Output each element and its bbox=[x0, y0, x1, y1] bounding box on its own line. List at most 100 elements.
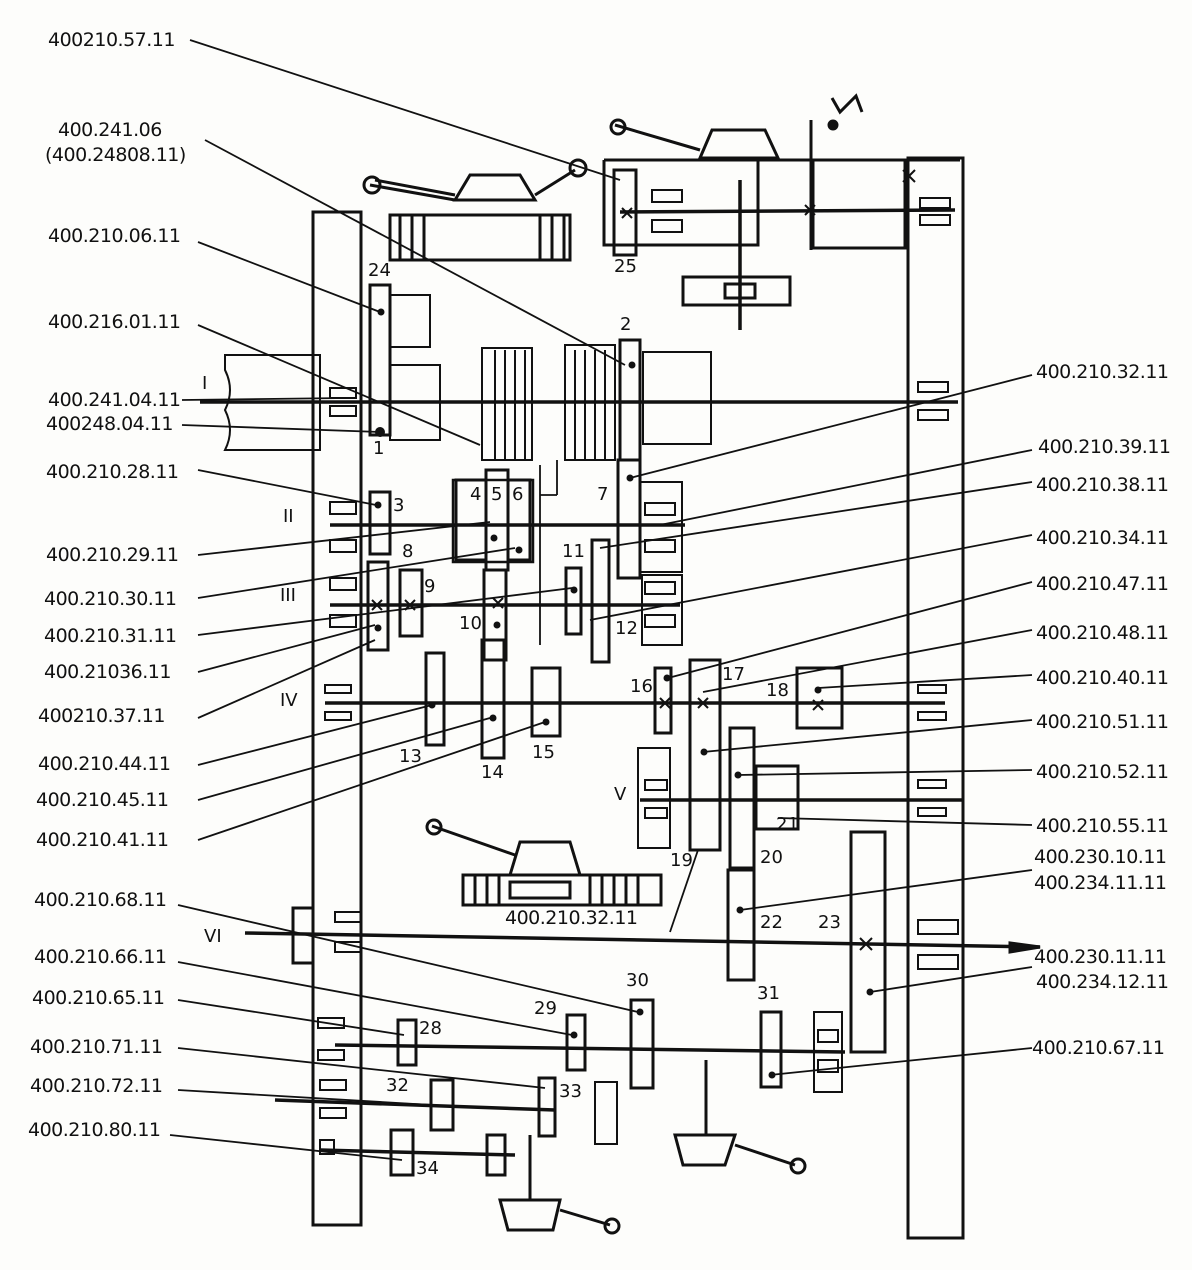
gear-28 bbox=[398, 1020, 416, 1065]
gear-29 bbox=[567, 1015, 585, 1070]
part-label-right: 400.210.34.11 bbox=[1036, 527, 1169, 549]
gear-number: 23 bbox=[818, 912, 841, 933]
gear-number: 12 bbox=[615, 618, 638, 639]
gear-number: 20 bbox=[760, 847, 783, 868]
gear-number: 24 bbox=[368, 260, 391, 281]
part-label-bottom: 400.210.32.11 bbox=[505, 907, 638, 929]
part-label-right: 400.210.48.11 bbox=[1036, 622, 1169, 644]
part-label-right: 400.210.52.11 bbox=[1036, 761, 1169, 783]
gear-number: 9 bbox=[424, 576, 436, 597]
part-label-left: 400.210.06.11 bbox=[48, 225, 181, 247]
part-label-left: 400210.37.11 bbox=[38, 705, 165, 727]
shaft-label: II bbox=[283, 506, 294, 527]
leader-lines bbox=[170, 40, 1032, 1160]
shaft-VIII bbox=[275, 1100, 555, 1110]
gear-3 bbox=[370, 492, 390, 554]
gear-number: 8 bbox=[402, 541, 414, 562]
part-label-right: 400.234.11.11 bbox=[1034, 872, 1167, 894]
shaft-label: I bbox=[202, 373, 208, 394]
gear-34 bbox=[391, 1130, 413, 1175]
gear-number: 7 bbox=[597, 484, 609, 505]
gears bbox=[293, 170, 885, 1175]
gear-number: 21 bbox=[776, 814, 799, 835]
bearings bbox=[318, 190, 958, 1154]
part-label-right: 400.210.55.11 bbox=[1036, 815, 1169, 837]
levers bbox=[364, 96, 862, 1233]
gear-8 bbox=[368, 562, 388, 650]
part-label-right: 400.210.40.11 bbox=[1036, 667, 1169, 689]
part-label-left: 400248.04.11 bbox=[46, 413, 173, 435]
shaft-marks bbox=[372, 170, 915, 950]
part-label-left: 400.210.72.11 bbox=[30, 1075, 163, 1097]
gear-number: 6 bbox=[512, 484, 524, 505]
part-label-left: 400.210.45.11 bbox=[36, 789, 169, 811]
part-label-right: 400.210.67.11 bbox=[1032, 1037, 1165, 1059]
gear-number: 5 bbox=[491, 484, 503, 505]
part-label-right: 400.210.51.11 bbox=[1036, 711, 1169, 733]
part-label-left: 400.210.30.11 bbox=[44, 588, 177, 610]
gear-17-19 bbox=[690, 660, 720, 850]
gear-number: 13 bbox=[399, 746, 422, 767]
part-label-left: 400.210.71.11 bbox=[30, 1036, 163, 1058]
gear-11 bbox=[566, 568, 581, 634]
part-label-left: 400.210.66.11 bbox=[34, 946, 167, 968]
shaft-IX bbox=[320, 1150, 515, 1155]
part-label-left: 400.210.29.11 bbox=[46, 544, 179, 566]
gear-number: 25 bbox=[614, 256, 637, 277]
part-label-right: 400.210.47.11 bbox=[1036, 573, 1169, 595]
gear-number: 3 bbox=[393, 495, 405, 516]
gear-number: 28 bbox=[419, 1018, 442, 1039]
gear-15 bbox=[532, 668, 560, 736]
part-label-left: 400.210.44.11 bbox=[38, 753, 171, 775]
gear-number: 15 bbox=[532, 742, 555, 763]
gear-number: 22 bbox=[760, 912, 783, 933]
gear-number: 4 bbox=[470, 484, 482, 505]
part-label-left: 400.210.68.11 bbox=[34, 889, 167, 911]
clutches bbox=[225, 295, 842, 1144]
gear-23 bbox=[851, 832, 885, 1052]
gear-number: 18 bbox=[766, 680, 789, 701]
gear-number: 34 bbox=[416, 1158, 439, 1179]
part-label-left: 400.216.01.11 bbox=[48, 311, 181, 333]
gear-number: 1 bbox=[373, 438, 385, 459]
gear-number: 14 bbox=[481, 762, 504, 783]
gear-number: 31 bbox=[757, 983, 780, 1004]
shaft-label: VI bbox=[204, 926, 222, 947]
gear-number: 11 bbox=[562, 541, 585, 562]
gear-9 bbox=[400, 570, 422, 636]
housing bbox=[313, 120, 963, 1238]
gear-30 bbox=[631, 1000, 653, 1088]
gear-number: 16 bbox=[630, 676, 653, 697]
gear-10 bbox=[484, 570, 506, 660]
gear-33 bbox=[539, 1078, 555, 1136]
shaft-label: V bbox=[614, 784, 627, 805]
shaft-top bbox=[620, 210, 955, 212]
gear-2 bbox=[620, 340, 640, 460]
gear-12 bbox=[592, 540, 609, 662]
part-label-right: 400.234.12.11 bbox=[1036, 971, 1169, 993]
gear-number: 33 bbox=[559, 1081, 582, 1102]
shaft-label: III bbox=[280, 585, 296, 606]
part-label-left: 400.210.28.11 bbox=[46, 461, 179, 483]
part-label-left: 400.21036.11 bbox=[44, 661, 171, 683]
gear-13 bbox=[426, 653, 444, 745]
shaft-label: IV bbox=[280, 690, 298, 711]
gear-18 bbox=[797, 668, 842, 728]
part-label-right: 400.230.10.11 bbox=[1034, 846, 1167, 868]
part-label-right: 400.210.32.11 bbox=[1036, 361, 1169, 383]
gear-number: 10 bbox=[459, 613, 482, 634]
part-label-left: 400210.57.11 bbox=[48, 29, 175, 51]
gear-25 bbox=[614, 170, 636, 255]
gear-number: 17 bbox=[722, 664, 745, 685]
output-arrow-icon bbox=[1010, 943, 1040, 952]
part-label-right: 400.230.11.11 bbox=[1034, 946, 1167, 968]
part-label-left: 400.210.80.11 bbox=[28, 1119, 161, 1141]
gear-24-1 bbox=[370, 285, 390, 435]
gear-number: 19 bbox=[670, 850, 693, 871]
shaft-VI bbox=[245, 933, 1040, 947]
dots bbox=[374, 308, 874, 1079]
part-label-right: 400.210.38.11 bbox=[1036, 474, 1169, 496]
gear-number: 29 bbox=[534, 998, 557, 1019]
